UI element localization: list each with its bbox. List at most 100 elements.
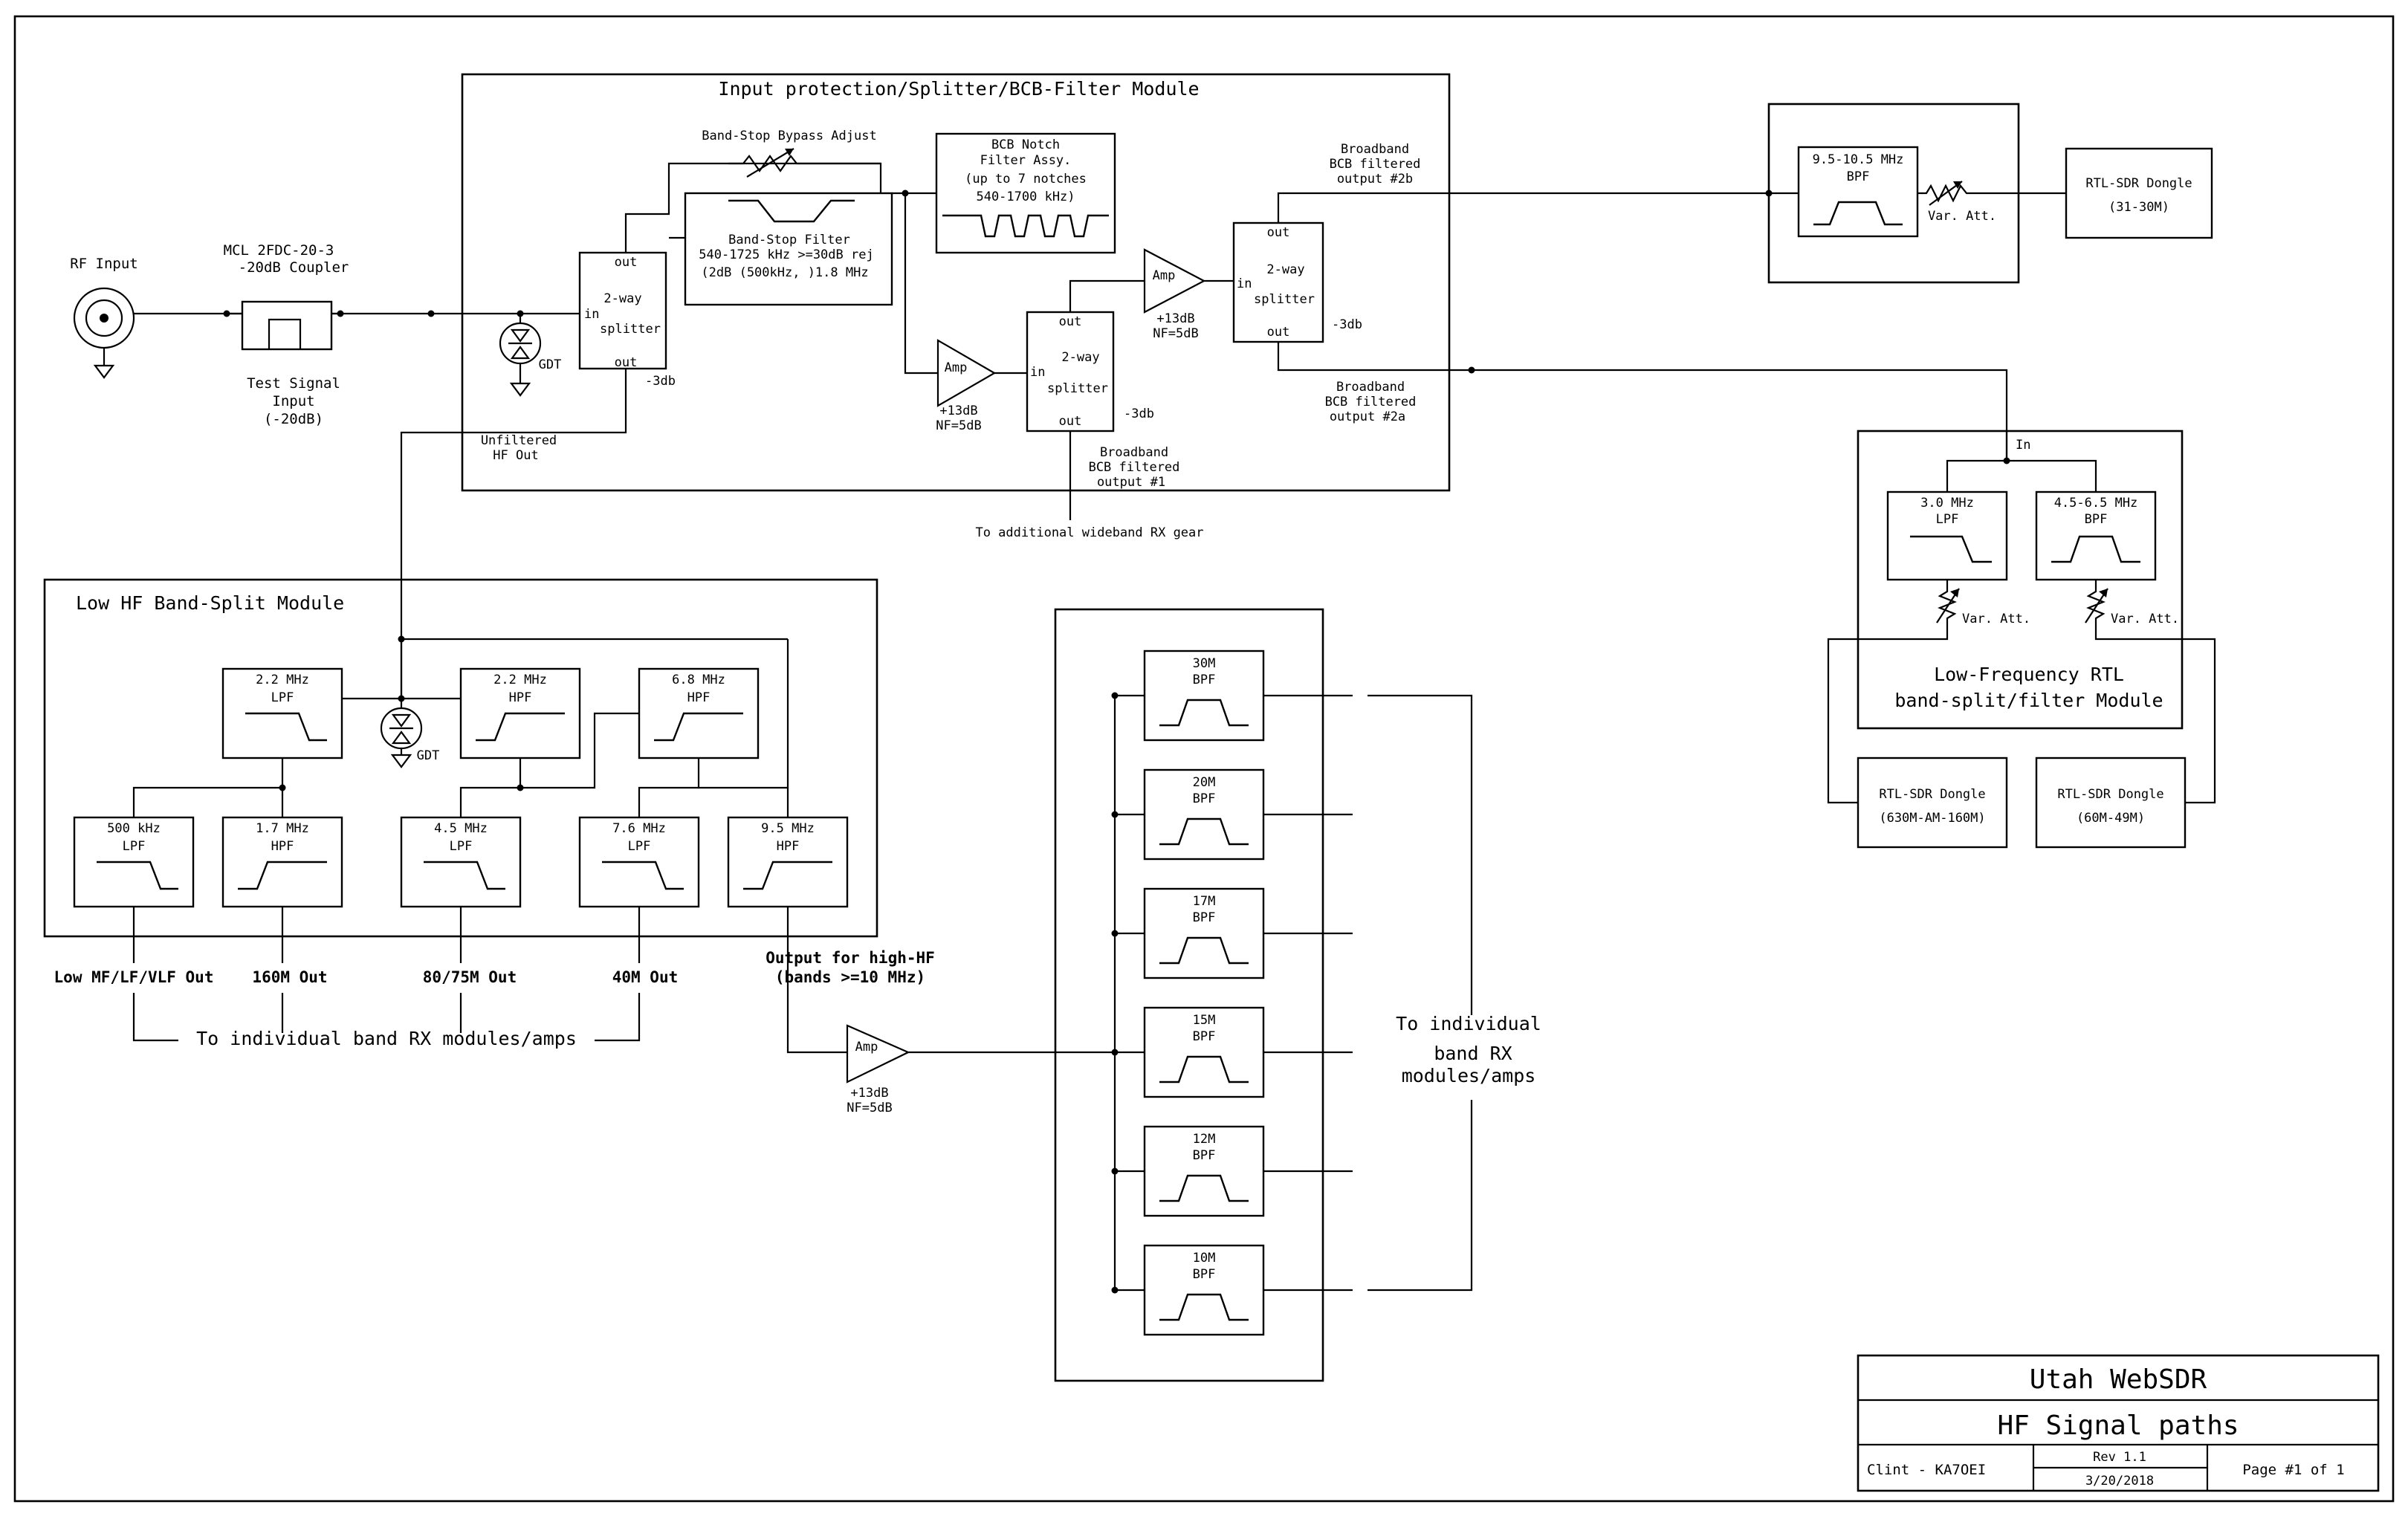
splitter-1: [578, 251, 667, 370]
bpf-type-label: BPF: [1193, 910, 1216, 925]
splitter-2-in: in: [1030, 365, 1045, 380]
hpf-9-5-label-1: 9.5 MHz: [761, 821, 815, 836]
lpf-7-6-label-1: 7.6 MHz: [612, 821, 666, 836]
bpf-bank-frame: [1054, 608, 1324, 1382]
amp-3-gain: +13dB: [850, 1086, 888, 1101]
rtl-dongle-top-label-1: RTL-SDR Dongle: [2085, 176, 2192, 191]
output2a-label-1: Broadband: [1336, 380, 1405, 395]
hpf-1-7-label-2: HPF: [271, 839, 294, 854]
title-block-page: Page #1 of 1: [2242, 1462, 2344, 1478]
bypass-adjust-label: Band-Stop Bypass Adjust: [702, 129, 876, 143]
lf-module-frame: [1857, 430, 2184, 730]
splitter-1-line3: splitter: [600, 322, 661, 337]
amp-1-gain: +13dB: [939, 404, 977, 418]
lpf-4-5-label-2: LPF: [450, 839, 473, 854]
bpf-type-label: BPF: [1193, 791, 1216, 806]
output2a-label-3: output #2a: [1330, 409, 1405, 424]
bpf-band-label: 30M: [1193, 656, 1216, 671]
high-hf-label-2: (bands >=10 MHz): [775, 968, 925, 986]
bpf-band-label: 17M: [1193, 894, 1216, 909]
hpf-2-2: [459, 667, 581, 759]
gdt-2: [380, 699, 423, 768]
out-low-label: Low MF/LF/VLF Out: [54, 968, 214, 986]
hpf-6-8-label-1: 6.8 MHz: [672, 673, 725, 687]
unfiltered-label-1: Unfiltered: [481, 433, 557, 448]
bpf-top-label-2: BPF: [1847, 169, 1870, 184]
out-40-label: 40M Out: [612, 968, 679, 986]
splitter-3-out-bottom: out: [1267, 325, 1290, 340]
splitter-1-out-bottom: out: [615, 355, 638, 370]
output2b-label-2: BCB filtered: [1330, 157, 1421, 172]
output1-label-1: Broadband: [1100, 445, 1168, 460]
rtl-dongle-lf-2-label-1: RTL-SDR Dongle: [2057, 787, 2163, 802]
lf-module-title-1: Low-Frequency RTL: [1934, 664, 2124, 685]
to-modules-label: To individual band RX modules/amps: [196, 1028, 577, 1049]
bpf-4-5-6-5-label-1: 4.5-6.5 MHz: [2054, 496, 2138, 511]
amp-3: [846, 1024, 1115, 1083]
bpf-bank-note-1: To individual: [1396, 1013, 1541, 1034]
input-module-title: Input protection/Splitter/BCB-Filter Mod…: [718, 78, 1199, 100]
var-att-lf-1-label: Var. Att.: [1962, 612, 2030, 626]
bcb-notch-filter: [935, 132, 1116, 254]
hpf-6-8: [638, 667, 760, 759]
amp-1-nf: NF=5dB: [936, 418, 981, 433]
bpf-bank-note-2: band RX: [1434, 1043, 1512, 1064]
bcb-notch-label-2: Filter Assy.: [980, 153, 1072, 168]
rf-input-connector: [73, 287, 135, 379]
bpf-top-label-1: 9.5-10.5 MHz: [1813, 152, 1904, 167]
bpf-4-5-6-5: [2035, 490, 2157, 581]
bcb-notch-label-3: (up to 7 notches: [965, 172, 1087, 187]
amp-2-label: Amp: [1153, 268, 1176, 283]
bypass-adjust-resistor: [728, 148, 881, 178]
page-border: [13, 15, 2395, 1503]
bpf-band-label: 15M: [1193, 1013, 1216, 1028]
out-160-label: 160M Out: [252, 968, 327, 986]
splitter-2-line1: 2-way: [1061, 350, 1099, 365]
splitter-2-out-top: out: [1059, 314, 1082, 329]
output2a-label-2: BCB filtered: [1325, 395, 1417, 409]
lpf-500k: [73, 816, 195, 908]
splitter-1-db: -3db: [645, 374, 676, 389]
bpf-type-label: BPF: [1193, 1029, 1216, 1044]
bpf-type-label: BPF: [1193, 1267, 1216, 1282]
bpf-9-5-10-5: [1797, 146, 1919, 238]
var-att-top: [1917, 181, 2066, 206]
lpf-500k-label-2: LPF: [123, 839, 146, 854]
splitter-2-db: -3db: [1124, 406, 1154, 421]
band-stop-label-2: 540-1725 kHz >=30dB rej: [699, 247, 873, 262]
out-8075-label: 80/75M Out: [423, 968, 517, 986]
lpf-2-2-label-1: 2.2 MHz: [256, 673, 309, 687]
splitter-2-line3: splitter: [1047, 381, 1108, 396]
amp-2-nf: NF=5dB: [1153, 326, 1198, 341]
bpf-band-label: 12M: [1193, 1132, 1216, 1147]
title-block-rev: Rev 1.1: [2093, 1450, 2146, 1465]
bpf-band-label: 20M: [1193, 775, 1216, 790]
lpf-3-0-label-1: 3.0 MHz: [1920, 496, 1974, 511]
splitter-3-out-top: out: [1267, 225, 1290, 240]
test-signal-label-2: Input: [272, 393, 314, 409]
title-block-author: Clint - KA7OEI: [1867, 1462, 1986, 1478]
input-module-frame: [461, 73, 1451, 492]
output2b-label-1: Broadband: [1341, 142, 1409, 157]
lpf-500k-label-1: 500 kHz: [107, 821, 161, 836]
coupler-label-2: -20dB Coupler: [239, 259, 349, 276]
bpf-type-label: BPF: [1193, 1148, 1216, 1163]
band-stop-filter: [684, 192, 893, 306]
test-signal-label-3: (-20dB): [264, 411, 323, 427]
gdt-label-1: GDT: [539, 357, 562, 372]
title-block-date: 3/20/2018: [2085, 1474, 2154, 1489]
lpf-7-6: [578, 816, 700, 908]
var-att-lf-2: [2085, 580, 2216, 804]
hpf-6-8-label-2: HPF: [687, 690, 711, 705]
wideband-note: To additional wideband RX gear: [975, 525, 1203, 540]
amp-2-gain: +13dB: [1156, 311, 1194, 326]
amp-3-label: Amp: [855, 1040, 878, 1055]
band-stop-label-1: Band-Stop Filter: [728, 233, 850, 247]
title-block-title: Utah WebSDR: [2030, 1364, 2207, 1395]
